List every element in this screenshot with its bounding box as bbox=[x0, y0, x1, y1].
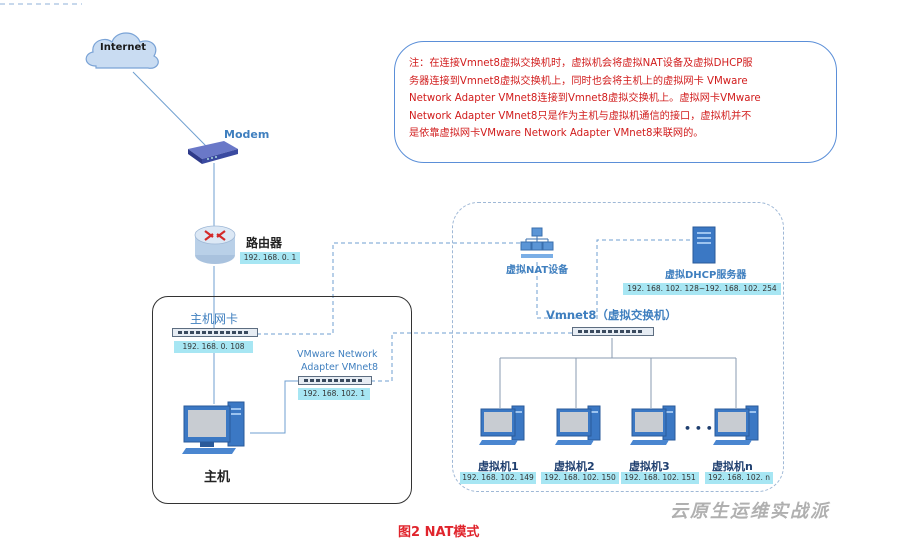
vmn-ip: 192. 168. 102. n bbox=[705, 472, 773, 484]
vm1-computer-icon bbox=[479, 405, 525, 445]
nat-device-icon bbox=[520, 227, 554, 258]
host-label: 主机 bbox=[204, 470, 231, 485]
figure-caption: 图2 NAT模式 bbox=[398, 525, 480, 540]
vm1-ip: 192. 168. 102. 149 bbox=[460, 472, 536, 484]
internet-label: Internet bbox=[100, 42, 147, 53]
router-icon bbox=[194, 225, 236, 264]
modem-icon bbox=[188, 141, 238, 164]
dhcp-server-icon bbox=[692, 226, 716, 264]
watermark: 云原生运维实战派 bbox=[670, 501, 830, 522]
host-container bbox=[152, 296, 412, 504]
vm2-computer-icon bbox=[555, 405, 601, 445]
note-line: Network Adapter VMnet8连接到Vmnet8虚拟交换机上。虚拟… bbox=[409, 93, 761, 105]
vm2-label: 虚拟机2 bbox=[554, 460, 595, 473]
router-ip: 192. 168. 0. 1 bbox=[240, 252, 300, 264]
vm1-label: 虚拟机1 bbox=[478, 460, 519, 473]
note-line: 是依靠虚拟网卡VMware Network Adapter VMnet8来联网的… bbox=[409, 128, 704, 140]
vmn-label: 虚拟机n bbox=[712, 460, 753, 473]
vswitch-label: Vmnet8（虚拟交换机） bbox=[546, 308, 677, 322]
router-label: 路由器 bbox=[246, 236, 283, 250]
dhcp-server-label: 虚拟DHCP服务器 bbox=[665, 270, 747, 281]
host-nic-icon bbox=[172, 328, 258, 337]
note-line: Network Adapter VMnet8只是作为主机与虚拟机通信的接口，虚拟… bbox=[409, 110, 752, 122]
vmnet8-adapter-label-1: VMware Network bbox=[297, 349, 378, 360]
host-computer-icon bbox=[182, 401, 245, 454]
vm2-ip: 192. 168. 102. 150 bbox=[541, 472, 619, 484]
dhcp-server-ip: 192. 168. 102. 128~192. 168. 102. 254 bbox=[623, 283, 781, 295]
vm-network-container bbox=[452, 202, 784, 492]
host-nic-ip: 192. 168. 0. 108 bbox=[174, 341, 253, 353]
vm3-ip: 192. 168. 102. 151 bbox=[621, 472, 699, 484]
nat-device-label: 虚拟NAT设备 bbox=[506, 265, 569, 276]
vm-ellipsis: • • • bbox=[684, 422, 713, 435]
vswitch-icon bbox=[572, 327, 654, 336]
internet-cloud-icon bbox=[85, 32, 159, 69]
vm3-computer-icon bbox=[630, 405, 676, 445]
vmnet8-adapter-icon bbox=[298, 376, 372, 385]
note-box: 注：在连接Vmnet8虚拟交换机时，虚拟机会将虚拟NAT设备及虚拟DHCP服 务… bbox=[394, 41, 837, 163]
vm3-label: 虚拟机3 bbox=[629, 460, 670, 473]
vmnet8-adapter-label-2: Adapter VMnet8 bbox=[301, 362, 379, 373]
vmn-computer-icon bbox=[713, 405, 759, 445]
note-line: 务器连接到Vmnet8虚拟交换机上，同时也会将主机上的虚拟网卡 VMware bbox=[409, 75, 748, 87]
modem-label: Modem bbox=[224, 128, 270, 141]
vmnet8-adapter-ip: 192. 168. 102. 1 bbox=[298, 388, 370, 400]
top-dashed-fragment bbox=[0, 3, 82, 5]
host-nic-label: 主机网卡 bbox=[190, 312, 239, 326]
note-line: 注：在连接Vmnet8虚拟交换机时，虚拟机会将虚拟NAT设备及虚拟DHCP服 bbox=[409, 58, 753, 69]
